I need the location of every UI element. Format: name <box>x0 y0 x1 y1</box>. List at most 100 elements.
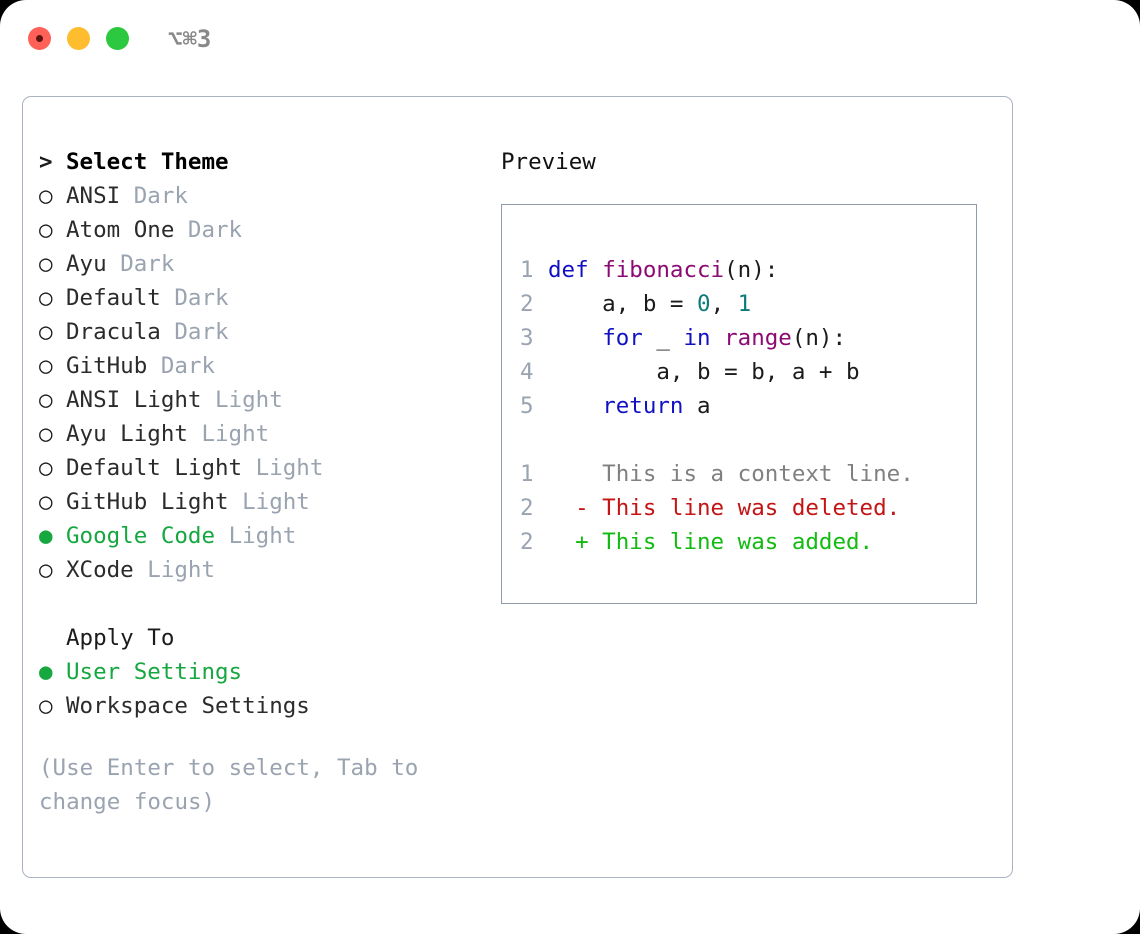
theme-option-variant: Light <box>201 421 270 447</box>
select-theme-title: Select Theme <box>66 149 229 175</box>
theme-option[interactable]: ○Default Light Light <box>39 451 489 485</box>
code-line: 5 return a <box>520 389 976 423</box>
theme-option-name: Dracula <box>66 319 161 345</box>
code-diff-separator <box>520 423 976 457</box>
code-line-number: 4 <box>520 359 534 385</box>
code-token: a, b = b, a + b <box>548 359 860 385</box>
diff-line: 2 + This line was added. <box>520 525 976 559</box>
theme-option-variant: Light <box>242 489 310 515</box>
code-line-number: 2 <box>520 291 534 317</box>
theme-option-name: ANSI Light <box>66 387 202 413</box>
radio-unselected-icon: ○ <box>39 251 53 277</box>
select-theme-header: > Select Theme <box>39 145 489 179</box>
code-token: return <box>602 393 684 419</box>
theme-option[interactable]: ○ Ayu Dark <box>39 247 489 281</box>
theme-option-variant: Light <box>215 387 283 413</box>
theme-list: ○ANSI Dark○Atom One Dark○Ayu Dark○Defaul… <box>39 179 489 587</box>
code-token <box>589 257 603 283</box>
code-line: 3 for _ in range(n): <box>520 321 976 355</box>
theme-option-variant: Dark <box>133 183 188 209</box>
theme-option-variant: Light <box>147 557 216 583</box>
theme-option[interactable]: ● Google Code Light <box>39 519 489 553</box>
code-line: 2 a, b = 0, 1 <box>520 287 976 321</box>
list-spacer <box>39 587 489 621</box>
theme-option[interactable]: ○Ayu Light Light <box>39 417 489 451</box>
theme-picker-column: >Select Theme ○ANSI Dark○Atom One Dark○A… <box>39 145 489 819</box>
theme-option-name: Default <box>66 285 161 311</box>
code-token: 1 <box>737 291 752 317</box>
theme-option-variant: Dark <box>160 353 216 379</box>
code-token: fibonacci <box>602 257 725 283</box>
radio-unselected-icon: ○ <box>39 319 53 345</box>
theme-option-variant: Dark <box>187 217 243 243</box>
theme-option[interactable]: ○ ANSI Dark <box>39 179 489 213</box>
theme-option-name: Atom One <box>66 217 175 243</box>
code-token: a <box>683 393 711 419</box>
theme-option-variant: Light <box>228 523 297 549</box>
code-token <box>548 393 602 419</box>
theme-option-variant: Dark <box>120 251 175 277</box>
theme-option-name: ANSI <box>66 183 121 209</box>
code-token: for <box>602 325 643 351</box>
code-token: def <box>548 257 589 283</box>
theme-option-name: Default Light <box>66 455 243 481</box>
code-token: range <box>724 325 792 351</box>
diff-line-text: + This line was added. <box>548 529 874 555</box>
theme-option-variant: Dark <box>174 285 229 311</box>
radio-unselected-icon: ○ <box>39 557 53 583</box>
code-token: (n): <box>791 325 847 351</box>
apply-to-option-name: Workspace Settings <box>66 693 310 719</box>
diff-line: 2 - This line was deleted. <box>520 491 976 525</box>
code-line-number: 1 <box>520 257 534 283</box>
main-panel: >Select Theme ○ANSI Dark○Atom One Dark○A… <box>22 96 1013 878</box>
apply-to-list: ●User Settings ○ Workspace Settings <box>39 655 489 723</box>
theme-option-name: Google Code <box>66 523 216 549</box>
diff-line-text: This is a context line. <box>548 461 914 487</box>
title-bar: ⌥⌘3 <box>0 0 1140 78</box>
theme-option[interactable]: ○ XCode Light <box>39 553 489 587</box>
radio-unselected-icon: ○ <box>39 693 53 719</box>
apply-to-option[interactable]: ●User Settings <box>39 655 489 689</box>
apply-to-option-name: User Settings <box>66 659 243 685</box>
code-line-number: 5 <box>520 393 534 419</box>
minimize-button[interactable] <box>67 27 90 50</box>
theme-option-name: Ayu <box>66 251 107 277</box>
theme-option[interactable]: ○ GitHub Light Light <box>39 485 489 519</box>
code-token: , <box>710 291 738 317</box>
radio-unselected-icon: ○ <box>39 217 53 243</box>
code-token: in <box>683 325 711 351</box>
theme-option[interactable]: ○GitHub Dark <box>39 349 489 383</box>
diff-line: 1 This is a context line. <box>520 457 976 491</box>
theme-option-name: XCode <box>66 557 134 583</box>
code-token: _ <box>642 325 684 351</box>
radio-unselected-icon: ○ <box>39 285 53 311</box>
maximize-button[interactable] <box>106 27 129 50</box>
theme-option[interactable]: ○ ANSI Light Light <box>39 383 489 417</box>
diff-line-number: 2 <box>520 495 534 521</box>
preview-title: Preview <box>501 149 596 175</box>
theme-option[interactable]: ○ Atom One Dark <box>39 213 489 247</box>
code-token <box>711 325 725 351</box>
theme-option-name: GitHub Light <box>66 489 229 515</box>
code-line: 4 a, b = b, a + b <box>520 355 976 389</box>
radio-unselected-icon: ○ <box>39 387 53 413</box>
theme-option[interactable]: ○ Default Dark <box>39 281 489 315</box>
cursor-caret-icon: > <box>39 149 53 175</box>
code-token: 0 <box>697 291 711 317</box>
help-hint-text: (Use Enter to select, Tab to change focu… <box>39 755 419 815</box>
diff-line-number: 2 <box>520 529 534 555</box>
code-token: a, b = <box>548 291 698 317</box>
apply-to-option[interactable]: ○ Workspace Settings <box>39 689 489 723</box>
apply-to-header: Apply To <box>66 625 175 651</box>
theme-option[interactable]: ○Dracula Dark <box>39 315 489 349</box>
close-button[interactable] <box>28 27 51 50</box>
radio-unselected-icon: ○ <box>39 489 53 515</box>
radio-selected-icon: ● <box>39 523 53 549</box>
radio-unselected-icon: ○ <box>39 183 53 209</box>
code-token <box>548 325 602 351</box>
keyboard-shortcut-label: ⌥⌘3 <box>168 25 212 53</box>
